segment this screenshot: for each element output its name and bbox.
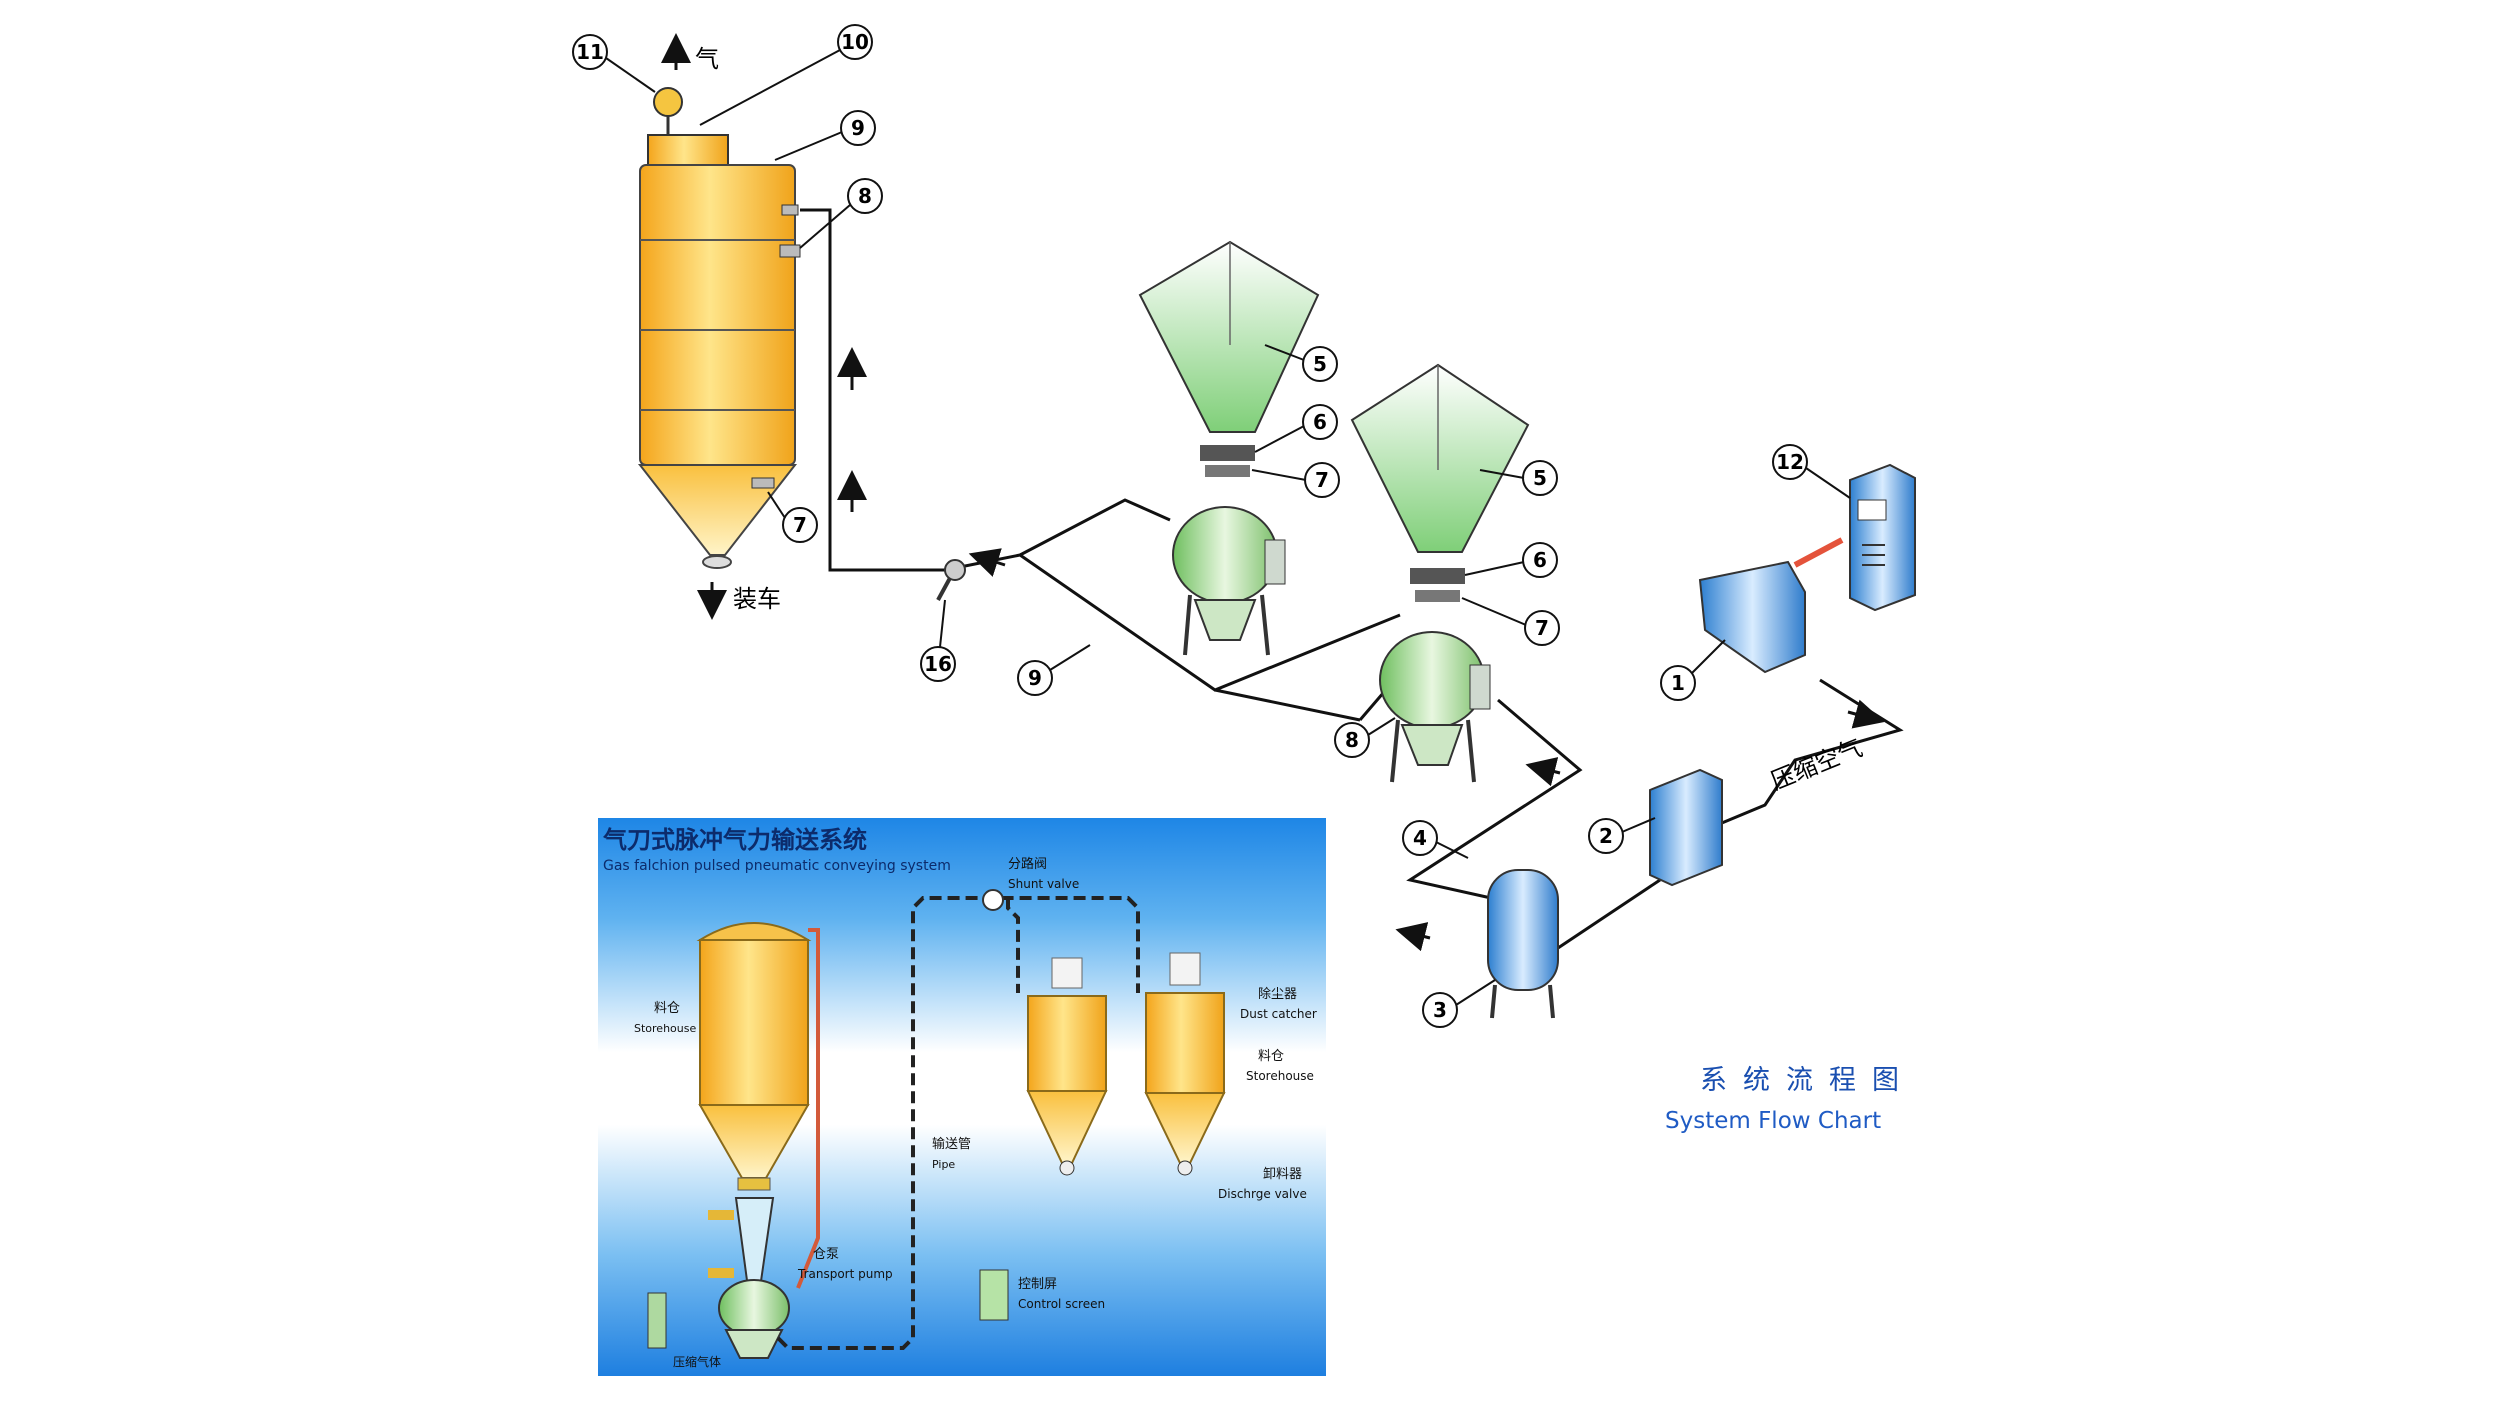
transport-pump-1 <box>1172 506 1286 656</box>
inset-label-dust-en: Dust catcher <box>1240 1007 1317 1021</box>
svg-text:16: 16 <box>924 652 952 676</box>
inset-label-shunt-en: Shunt valve <box>1008 877 1079 891</box>
inset-label-control-en: Control screen <box>1018 1297 1105 1311</box>
svg-text:8: 8 <box>858 184 872 208</box>
callout-12: 9 <box>774 110 876 161</box>
callout-6a: 6 <box>1254 404 1338 453</box>
inset-storehouse-mid <box>1026 957 1108 1176</box>
svg-text:4: 4 <box>1413 826 1427 850</box>
inset-label-pipe-cn: 输送管 <box>932 1136 971 1152</box>
air-receiver-tank <box>1487 869 1559 1019</box>
svg-text:9: 9 <box>851 116 865 140</box>
callout-9: 9 <box>1017 644 1091 696</box>
callout-7a: 7 <box>1251 462 1340 498</box>
inset-storehouse-left <box>696 922 812 1359</box>
svg-text:6: 6 <box>1313 410 1327 434</box>
callouts: 11 10 9 8 7 16 9 5 6 7 5 6 7 8 4 3 2 1 1… <box>572 24 1851 1028</box>
inset-label-storehouse-right-cn: 料仓 <box>1258 1049 1284 1064</box>
compressed-air-label: 压缩空气 <box>1767 734 1866 796</box>
main-silo <box>637 87 801 569</box>
svg-text:10: 10 <box>841 30 869 54</box>
pipe-arrow-left <box>968 548 1006 577</box>
inset-label-control-cn: 控制屏 <box>1018 1277 1057 1292</box>
inset-label-pump-en: Transport pump <box>797 1267 893 1281</box>
inset-label-discharge-en: Dischrge valve <box>1218 1187 1307 1201</box>
callout-11: 8 <box>799 178 883 249</box>
air-arrow-2 <box>1395 922 1431 952</box>
svg-text:9: 9 <box>1028 666 1042 690</box>
inset-label-dust-cn: 除尘器 <box>1258 987 1297 1002</box>
inset-system-panel: 气刀式脉冲气力输送系统 Gas falchion pulsed pneumati… <box>598 818 1326 1376</box>
callout-6b: 6 <box>1464 542 1558 578</box>
callout-3: 3 <box>1422 979 1496 1028</box>
inset-label-pump-cn: 仓泵 <box>813 1247 839 1262</box>
callout-15: 12 <box>1772 444 1851 499</box>
inset-label-storehouse-left-cn: 料仓 <box>654 1001 680 1016</box>
transport-pump-2 <box>1379 631 1491 783</box>
inset-label-air-source: 压缩气体 <box>673 1354 721 1369</box>
air-arrow-1 <box>1525 757 1561 787</box>
svg-text:11: 11 <box>576 40 604 64</box>
svg-text:5: 5 <box>1533 466 1547 490</box>
callout-5a: 5 <box>1264 344 1338 382</box>
svg-text:7: 7 <box>793 513 807 537</box>
gas-label: 气 <box>695 45 719 73</box>
air-compressor <box>1698 560 1806 674</box>
callout-14: 11 <box>572 34 656 93</box>
svg-text:2: 2 <box>1599 824 1613 848</box>
shunt-valve <box>936 559 966 601</box>
air-arrow-3 <box>1847 699 1885 729</box>
inset-label-discharge-cn: 卸料器 <box>1263 1166 1302 1182</box>
callout-16: 16 <box>920 599 956 682</box>
callout-4: 4 <box>1402 820 1469 859</box>
callout-5b: 5 <box>1479 460 1558 496</box>
svg-text:3: 3 <box>1433 998 1447 1022</box>
caption-en: System Flow Chart <box>1665 1108 1882 1134</box>
control-cabinet <box>1849 463 1916 612</box>
inset-control-screen <box>979 1269 1009 1321</box>
loading-label: 装车 <box>733 585 781 613</box>
inset-label-storehouse-right-en: Storehouse <box>1246 1069 1314 1083</box>
svg-text:6: 6 <box>1533 548 1547 572</box>
signal-link <box>1793 537 1844 568</box>
inset-title-en: Gas falchion pulsed pneumatic conveying … <box>603 858 951 874</box>
callout-8: 8 <box>1334 717 1396 758</box>
svg-text:7: 7 <box>1315 468 1329 492</box>
inset-label-pipe-en: Pipe <box>932 1158 955 1171</box>
inset-label-shunt-cn: 分路阀 <box>1008 856 1047 872</box>
callout-1: 1 <box>1660 639 1726 701</box>
svg-text:1: 1 <box>1671 671 1685 695</box>
air-dryer <box>1649 768 1723 887</box>
inset-storehouse-right <box>1144 952 1226 1176</box>
callout-13: 10 <box>699 24 873 126</box>
inset-air-source-box <box>647 1292 667 1349</box>
inset-title-cn: 气刀式脉冲气力输送系统 <box>602 826 867 854</box>
inset-label-storehouse-left-en: Storehouse <box>634 1022 696 1035</box>
svg-text:8: 8 <box>1345 728 1359 752</box>
caption-cn: 系统流程图 <box>1700 1065 1915 1096</box>
inset-shunt-valve <box>982 889 1004 911</box>
callout-2: 2 <box>1588 817 1656 854</box>
hopper-2 <box>1350 363 1530 602</box>
svg-text:5: 5 <box>1313 352 1327 376</box>
svg-text:12: 12 <box>1776 450 1804 474</box>
callout-7b: 7 <box>1461 597 1560 646</box>
callout-10: 7 <box>767 491 818 543</box>
hopper-1 <box>1138 240 1320 477</box>
svg-text:7: 7 <box>1535 616 1549 640</box>
